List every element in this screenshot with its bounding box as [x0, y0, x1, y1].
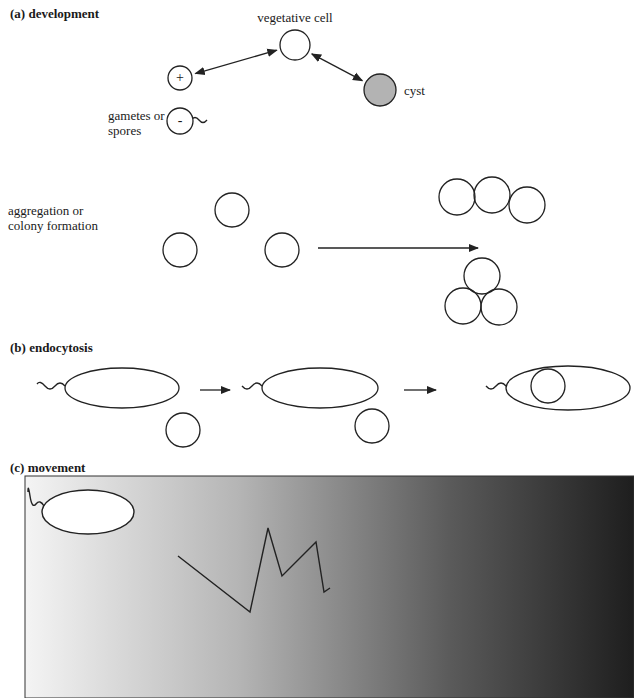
cell-circle: [279, 29, 311, 61]
panel-heading: (b) endocytosis: [10, 340, 93, 355]
cell-node: -: [166, 107, 194, 135]
annotation-label: gametes or spores: [108, 108, 166, 138]
double-arrow: [312, 54, 363, 81]
cell-label: +: [167, 70, 193, 85]
panel-heading: (c) movement: [10, 460, 85, 475]
cell-node: +: [167, 65, 193, 91]
annotation-label: aggregation or colony formation: [8, 203, 113, 233]
cell-label: cyst: [404, 83, 425, 98]
cell-circle: [363, 73, 397, 107]
double-arrow: [195, 50, 276, 73]
cell-node: cyst: [363, 73, 425, 107]
cell-label: -: [166, 113, 194, 128]
cell-label: vegetative cell: [257, 10, 332, 25]
cell-node: vegetative cell: [245, 10, 345, 61]
panel-heading: (a) development: [10, 6, 99, 21]
